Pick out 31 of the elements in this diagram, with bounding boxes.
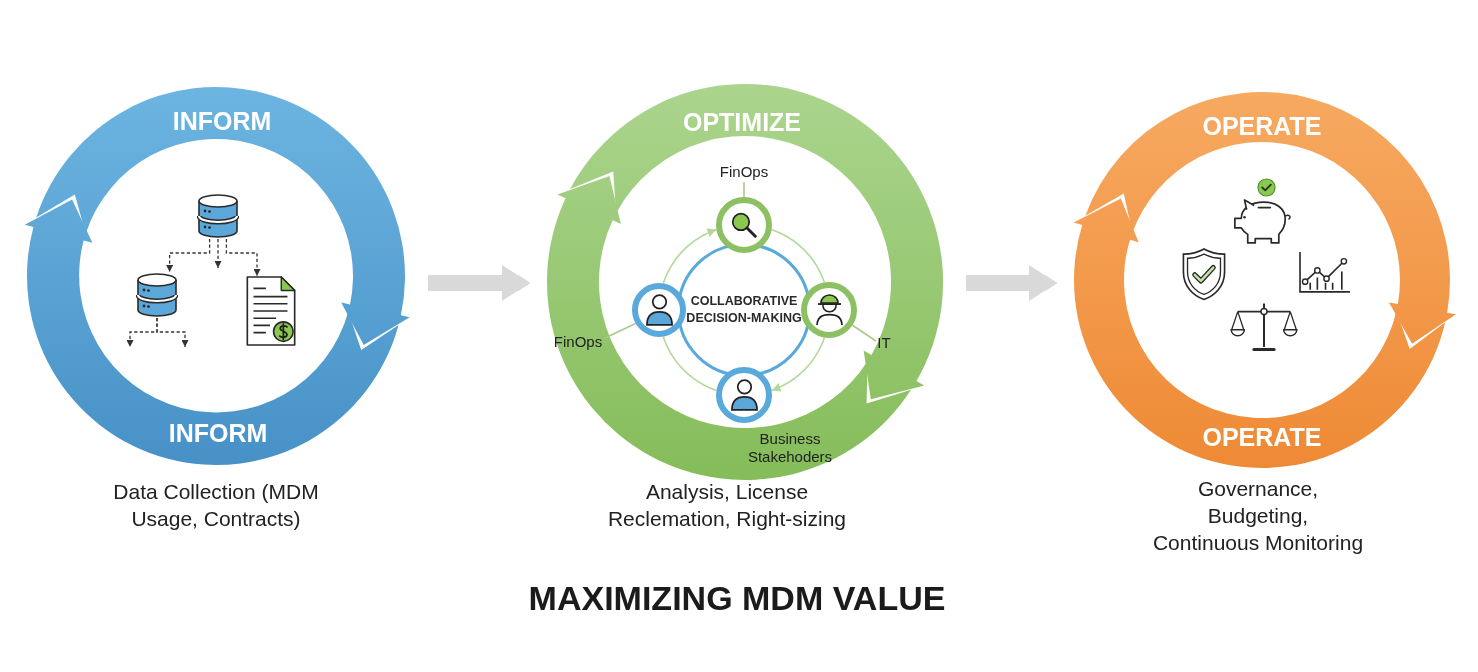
- stage-label: OPTIMIZE: [682, 109, 802, 135]
- dashed-arrow: [156, 317, 189, 348]
- diagram-title: MAXIMIZING MDM VALUE: [528, 579, 946, 617]
- role-label: Business Stakehoders: [746, 430, 834, 466]
- cycle-line: [770, 228, 826, 284]
- icon-circle: [716, 197, 772, 253]
- stage-label: INFORM: [172, 108, 272, 134]
- stage-label: OPERATE: [1202, 113, 1322, 139]
- role-label: FinOps: [717, 162, 771, 182]
- cycle-arrow: [662, 228, 718, 285]
- cycle-arrow: [770, 336, 826, 392]
- dashed-arrow: [166, 238, 211, 273]
- icon-circle: [801, 282, 857, 338]
- role-label: IT: [876, 333, 892, 353]
- database-icon: [197, 193, 239, 239]
- leader-line: [743, 181, 745, 198]
- hub-label: COLLABORATIVE DECISION-MAKING: [685, 293, 803, 327]
- dollar-document-icon: [246, 276, 296, 346]
- stage-label: INFORM: [168, 420, 268, 446]
- stage-label: OPERATE: [1202, 424, 1322, 450]
- stage-caption: Data Collection (MDM Usage, Contracts): [112, 479, 320, 532]
- database-icon: [136, 272, 178, 318]
- icon-circle: [632, 283, 686, 337]
- dashed-arrow: [225, 238, 261, 277]
- stage-caption: Analysis, License Reclemation, Right-sizing: [606, 479, 848, 532]
- leader-line: [851, 324, 877, 342]
- dashed-arrow: [214, 238, 222, 269]
- role-label: FinOps: [551, 332, 605, 352]
- stage-caption: Governance, Budgeting, Continuous Monitoring: [1152, 476, 1364, 556]
- cycle-line: [662, 335, 718, 392]
- leader-line: [604, 322, 637, 339]
